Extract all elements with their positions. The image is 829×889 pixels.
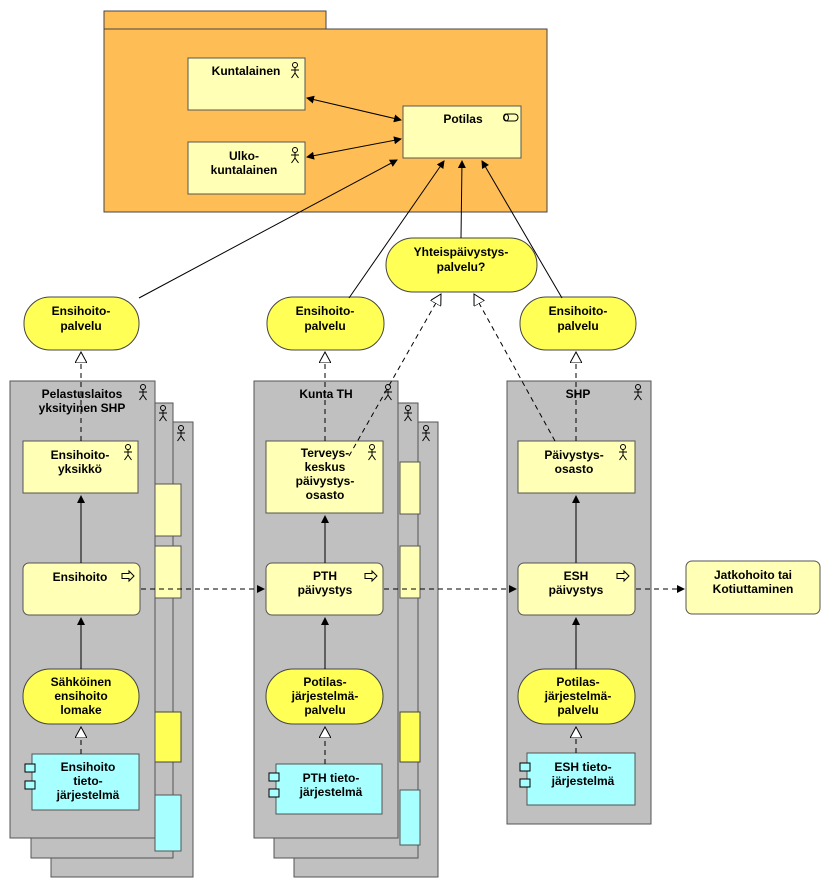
svg-text:Päivystys-: Päivystys- — [544, 448, 603, 462]
svg-text:PTH: PTH — [313, 569, 337, 583]
svg-text:PTH tieto-: PTH tieto- — [303, 771, 360, 785]
role-potilas: Potilas — [402, 105, 522, 159]
svg-text:ESH tieto-: ESH tieto- — [554, 760, 611, 774]
role-ensihoitoyksikko: Ensihoito- yksikkö — [22, 440, 139, 494]
svg-text:ESH: ESH — [564, 569, 589, 583]
svg-text:palvelu: palvelu — [557, 319, 598, 333]
svg-text:palvelu: palvelu — [557, 703, 598, 717]
potilas-label: Potilas — [443, 112, 483, 126]
component-icon — [24, 780, 36, 790]
edge-realize-yhteis-tk — [348, 294, 441, 457]
group-pelastus-line2: yksityinen SHP — [39, 401, 126, 415]
group-kunta-label: Kunta TH — [299, 387, 352, 401]
edge-realize-yhteis-shp — [474, 294, 556, 442]
svg-text:järjestelmä: järjestelmä — [56, 788, 120, 802]
svg-text:Potilas-: Potilas- — [303, 675, 346, 689]
edge-ensihoito-middle-potilas — [348, 160, 445, 299]
svg-text:ensihoito: ensihoito — [54, 689, 107, 703]
process-pth: PTH päivystys — [265, 562, 384, 616]
actor-kuntalainen-label: Kuntalainen — [212, 64, 281, 78]
svg-text:päivystys: päivystys — [549, 583, 604, 597]
actor-ulko-line1: Ulko- — [229, 149, 259, 163]
svg-text:Potilas-: Potilas- — [556, 675, 599, 689]
svg-text:palvelu: palvelu — [304, 703, 345, 717]
svg-text:lomake: lomake — [60, 703, 102, 717]
svg-text:palvelu?: palvelu? — [437, 260, 486, 274]
service-yhteispaivystys: Yhteispäivystys- palvelu? — [385, 237, 538, 293]
edge-ensihoito-right-potilas — [481, 160, 563, 299]
svg-text:järjestelmä: järjestelmä — [299, 785, 363, 799]
svg-text:Ensihoito-: Ensihoito- — [549, 304, 608, 318]
svg-text:osasto: osasto — [555, 462, 594, 476]
svg-text:palvelu: palvelu — [60, 319, 101, 333]
svg-text:Ensihoito: Ensihoito — [53, 570, 108, 584]
svg-text:Terveys-: Terveys- — [301, 446, 349, 460]
service-ensihoito-right: Ensihoito- palvelu — [519, 296, 637, 351]
role-terveyskeskus: Terveys- keskus päivystys- osasto — [265, 440, 384, 514]
svg-text:osasto: osasto — [306, 488, 345, 502]
svg-text:yksikkö: yksikkö — [58, 462, 102, 476]
component-icon — [519, 762, 531, 772]
svg-text:tieto-: tieto- — [73, 774, 102, 788]
service-ensihoito-middle: Ensihoito- palvelu — [266, 296, 385, 351]
group-shp-label: SHP — [566, 387, 591, 401]
svg-text:Ensihoito-: Ensihoito- — [51, 448, 110, 462]
svg-text:päivystys: päivystys — [298, 583, 353, 597]
component-icon — [268, 772, 280, 782]
service-potilasjarjestelma-pth: Potilas- järjestelmä- palvelu — [265, 668, 384, 725]
svg-text:järjestelmä-: järjestelmä- — [291, 689, 359, 703]
svg-text:järjestelmä: järjestelmä — [551, 774, 615, 788]
svg-text:Ensihoito: Ensihoito — [61, 760, 116, 774]
actor-ulko-line2: kuntalainen — [211, 163, 278, 177]
service-sahkoinen-lomake: Sähköinen ensihoito lomake — [22, 668, 140, 725]
svg-text:Yhteispäivystys-: Yhteispäivystys- — [414, 245, 509, 259]
svg-text:keskus: keskus — [305, 460, 346, 474]
service-ensihoito-left: Ensihoito- palvelu — [23, 296, 140, 351]
svg-text:Kotiuttaminen: Kotiuttaminen — [713, 582, 794, 596]
actor-kuntalainen: Kuntalainen — [187, 57, 306, 111]
group-pelastus-line1: Pelastuslaitos — [42, 387, 123, 401]
role-paivystysosasto: Päivystys- osasto — [517, 440, 636, 494]
role-icon — [503, 113, 519, 122]
component-icon — [268, 788, 280, 798]
app-pth-tietojarjestelma: PTH tieto- järjestelmä — [268, 763, 383, 815]
svg-text:palvelu: palvelu — [304, 319, 345, 333]
process-esh: ESH päivystys — [517, 562, 636, 616]
app-ensihoito-tietojarjestelma: Ensihoito tieto- järjestelmä — [24, 753, 140, 811]
svg-text:Ensihoito-: Ensihoito- — [52, 304, 111, 318]
svg-text:Sähköinen: Sähköinen — [51, 675, 112, 689]
svg-text:Ensihoito-: Ensihoito- — [296, 304, 355, 318]
component-icon — [24, 763, 36, 773]
service-potilasjarjestelma-esh: Potilas- järjestelmä- palvelu — [517, 668, 636, 725]
svg-text:päivystys-: päivystys- — [296, 474, 355, 488]
process-jatkohoito: Jatkohoito tai Kotiuttaminen — [685, 560, 821, 615]
actor-ulkokuntalainen: Ulko- kuntalainen — [187, 141, 306, 195]
svg-text:Jatkohoito tai: Jatkohoito tai — [714, 568, 792, 582]
edge-yhteis-potilas — [457, 160, 466, 239]
component-icon — [519, 778, 531, 788]
edge-ensihoito-left-potilas — [138, 159, 398, 299]
app-esh-tietojarjestelma: ESH tieto- järjestelmä — [519, 752, 636, 806]
process-ensihoito: Ensihoito — [22, 562, 141, 616]
svg-text:järjestelmä-: järjestelmä- — [544, 689, 612, 703]
